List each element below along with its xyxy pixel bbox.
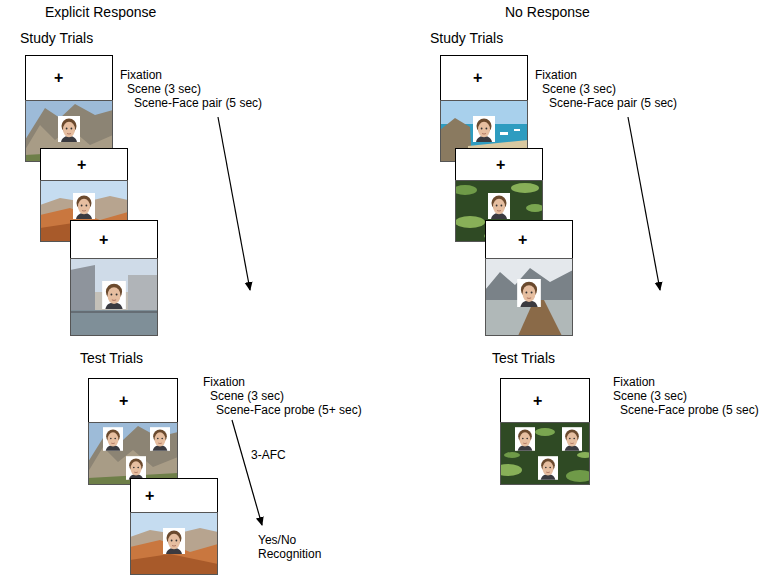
step-label: Scene-Face probe (5+ sec) — [216, 403, 362, 417]
section-heading: Test Trials — [492, 350, 555, 367]
city-scene — [70, 258, 158, 336]
fixation-frame: + — [88, 378, 178, 422]
fixation-frame: + — [485, 220, 573, 258]
fixation-cross: + — [473, 70, 482, 86]
step-label: Scene-Face pair (5 sec) — [134, 96, 262, 110]
mountain-probe-scene — [88, 422, 178, 485]
fixation-cross: + — [119, 393, 128, 409]
step-label: Scene-Face pair (5 sec) — [549, 96, 677, 110]
step-label: Scene (3 sec) — [210, 389, 284, 403]
step-label: Fixation — [613, 375, 655, 389]
fixation-cross: + — [145, 488, 154, 504]
fixation-cross: + — [518, 232, 527, 248]
fixation-cross: + — [54, 70, 63, 86]
lake-dock-scene — [485, 258, 573, 336]
section-heading: Test Trials — [80, 350, 143, 367]
fixation-frame: + — [440, 55, 528, 100]
fixation-frame: + — [500, 378, 590, 422]
fixation-frame: + — [25, 55, 113, 100]
fixation-frame: + — [40, 148, 128, 180]
lily-pad-probe-scene — [500, 422, 590, 485]
task-label: Yes/No Recognition — [258, 533, 336, 562]
time-arrow — [232, 420, 262, 525]
desert-probe-scene — [130, 512, 218, 575]
fixation-frame: + — [455, 148, 543, 180]
fixation-frame: + — [70, 220, 158, 258]
fixation-cross: + — [99, 232, 108, 248]
time-arrow — [218, 117, 250, 290]
time-arrow — [628, 117, 660, 290]
step-label: Scene-Face probe (5 sec) — [620, 403, 759, 417]
step-label: Fixation — [535, 68, 577, 82]
fixation-cross: + — [77, 157, 86, 173]
panel-heading: Explicit Response — [45, 4, 156, 21]
step-label: Fixation — [203, 375, 245, 389]
section-heading: Study Trials — [430, 30, 503, 47]
panel-heading: No Response — [505, 4, 590, 21]
step-label: Fixation — [120, 68, 162, 82]
fixation-cross: + — [496, 157, 505, 173]
section-heading: Study Trials — [20, 30, 93, 47]
step-label: Scene (3 sec) — [613, 389, 687, 403]
task-label: 3-AFC — [251, 448, 286, 462]
step-label: Scene (3 sec) — [542, 82, 616, 96]
fixation-frame: + — [130, 478, 218, 512]
fixation-cross: + — [533, 393, 542, 409]
step-label: Scene (3 sec) — [127, 82, 201, 96]
